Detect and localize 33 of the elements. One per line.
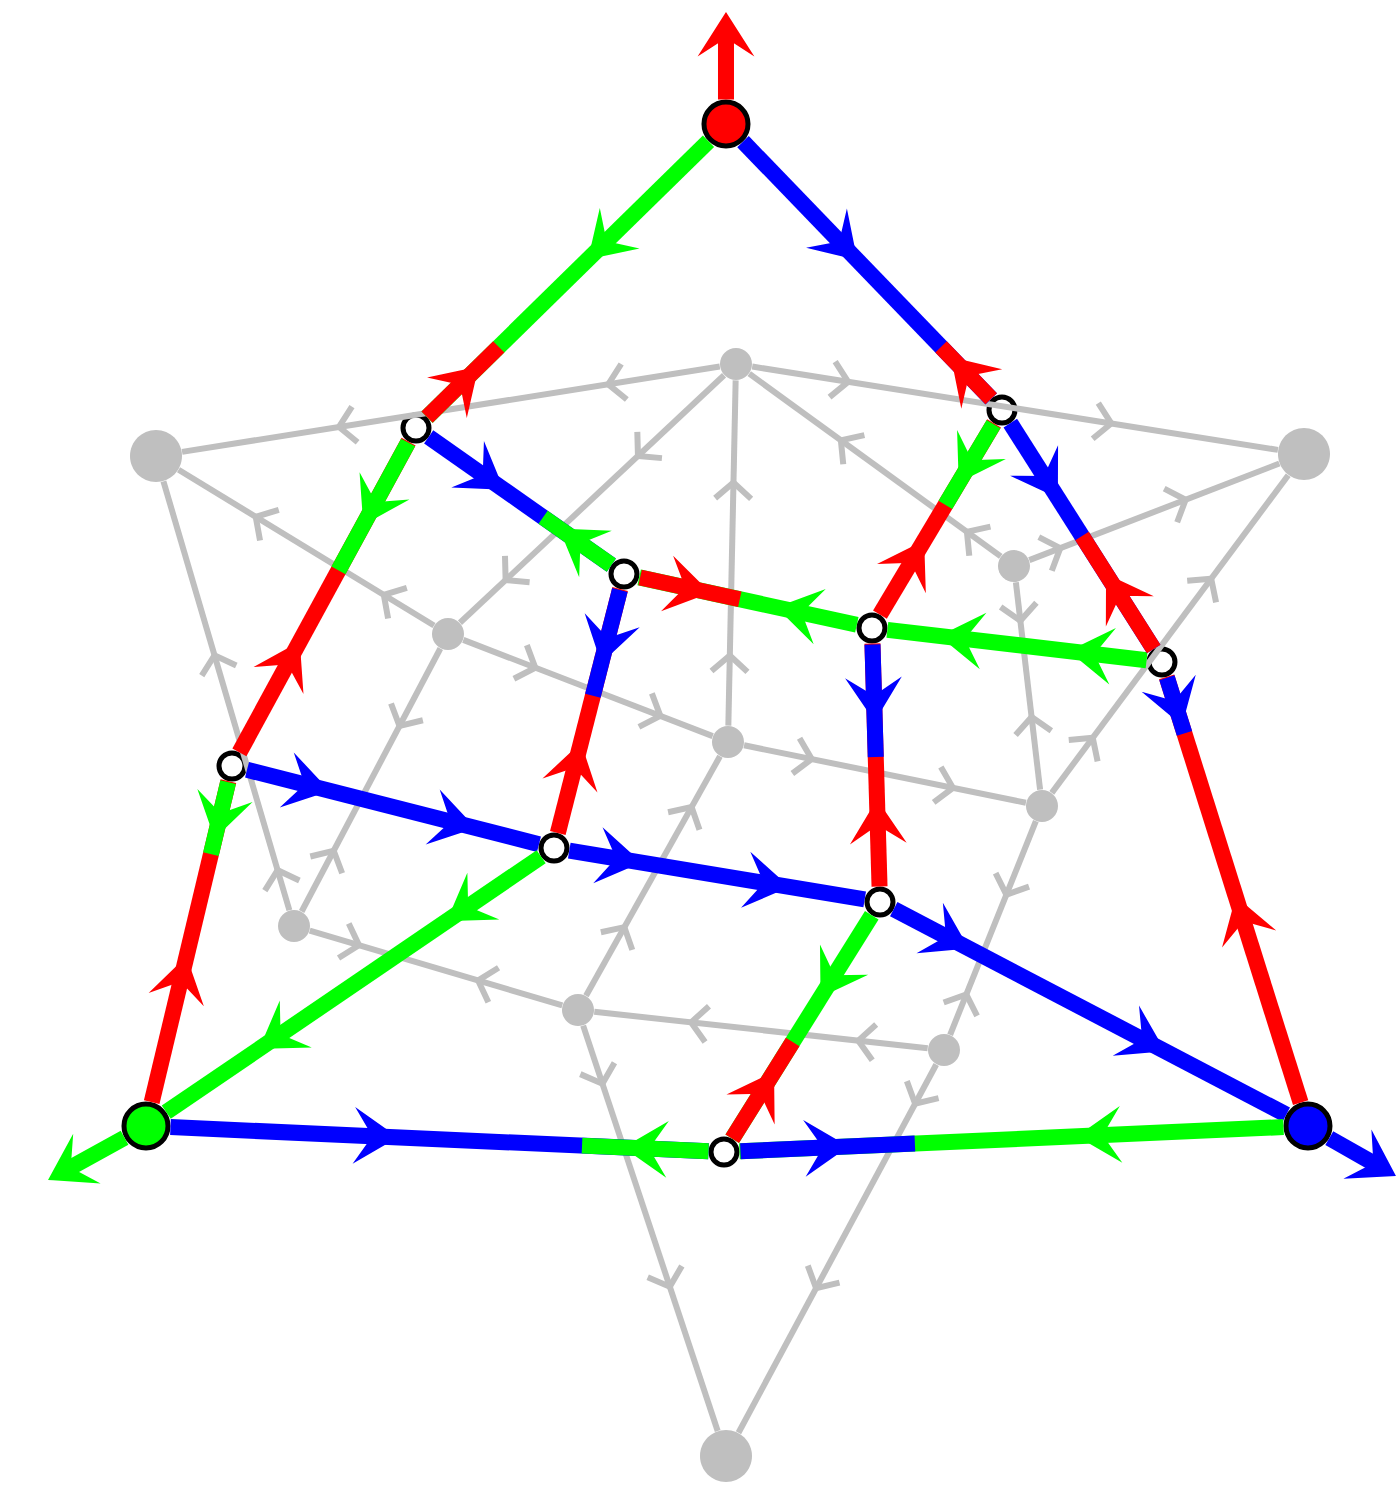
vertex-circle [216, 750, 248, 782]
vertex-circle [708, 1136, 740, 1168]
vertex-circle [856, 612, 888, 644]
arrow [568, 827, 866, 908]
vertex-circle [121, 1101, 171, 1151]
arrow [143, 779, 253, 1105]
vertex-circle [400, 412, 432, 444]
vertex-circle [608, 558, 640, 590]
face-dot [432, 618, 464, 650]
vertex-circle [864, 886, 896, 918]
face-dot [712, 726, 744, 758]
face-dot [700, 1430, 752, 1482]
arrow [873, 419, 1006, 619]
face-dot [720, 348, 752, 380]
arrow [1003, 418, 1161, 654]
face-dot [130, 430, 182, 482]
face-dot [1278, 428, 1330, 480]
face-dot [998, 550, 1030, 582]
arrow [725, 910, 879, 1144]
arrow [890, 902, 1290, 1122]
vertex-circle [986, 394, 1018, 426]
arrow [245, 752, 541, 852]
face-dot [1026, 790, 1058, 822]
face-dot [928, 1034, 960, 1066]
arrow [421, 135, 715, 423]
arrow [161, 850, 546, 1119]
vertex-circle [538, 832, 570, 864]
face-dot [562, 994, 594, 1026]
face-dot [278, 910, 310, 942]
arrow [232, 437, 416, 757]
vertex-circle [1283, 1101, 1333, 1151]
vertex-circle [1146, 646, 1178, 678]
vertex-circle [701, 99, 751, 149]
